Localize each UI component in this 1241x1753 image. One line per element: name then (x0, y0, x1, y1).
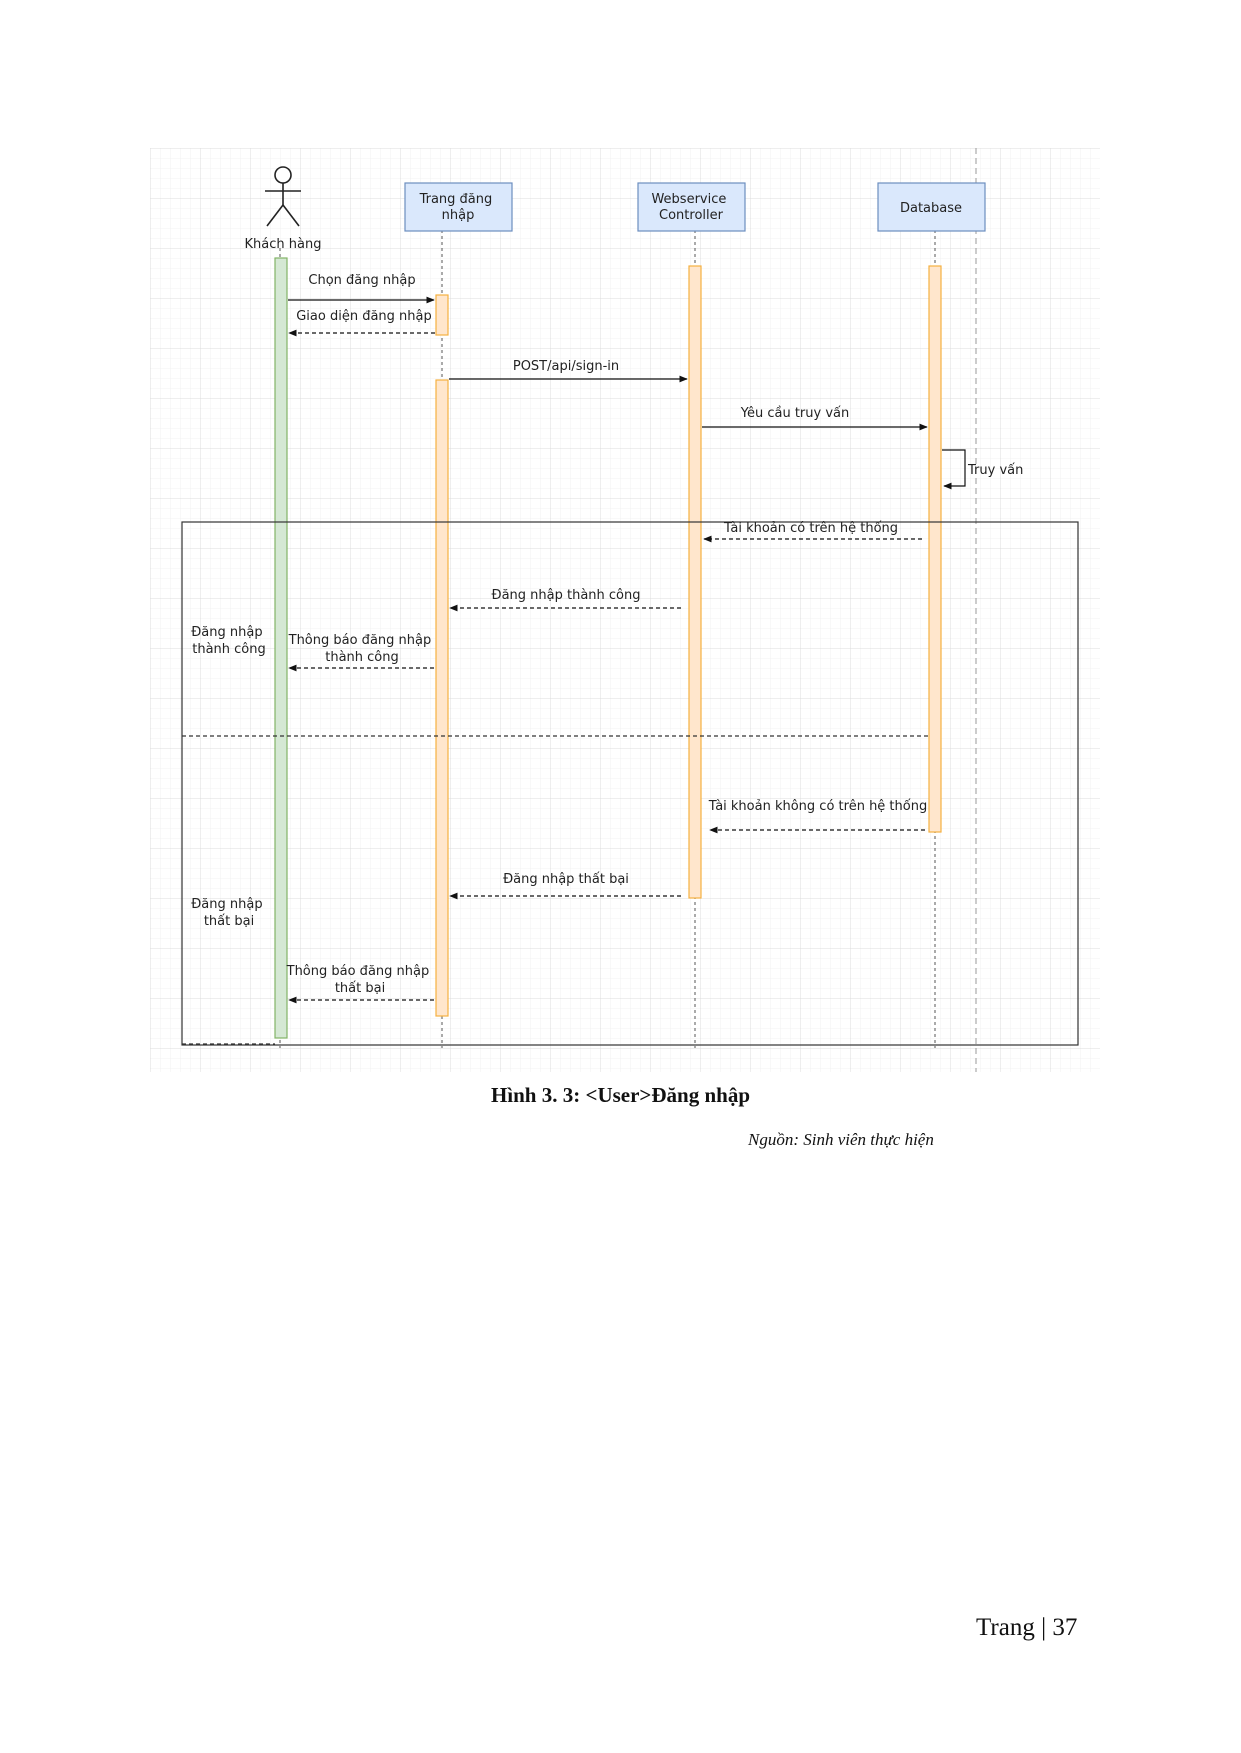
guard-failure-label: Đăng nhập thất bại (191, 897, 267, 929)
message-notify-success-label: Thông báo đăng nhập thành công (288, 633, 436, 665)
message-notify-failure-line1: Thông báo đăng nhập (286, 964, 430, 979)
figure-caption: Hình 3. 3: <User>Đăng nhập (490, 1083, 751, 1107)
sequence-diagram: Khách hàng Trang đăng nhập Webservice Co… (150, 148, 1100, 1072)
participant-controller-label: Webservice Controller (651, 192, 730, 223)
guard-failure-line2: thất bại (204, 914, 254, 929)
page-footer: Trang | 37 (976, 1614, 1078, 1641)
message-query-request: Yêu cầu truy vấn (702, 406, 928, 431)
participant-controller-label-line2: Controller (659, 208, 724, 223)
actor-customer: Khách hàng (245, 166, 322, 252)
participant-database-label: Database (900, 201, 962, 216)
message-login-ui-label: Giao diện đăng nhập (296, 309, 432, 324)
activation-controller (688, 265, 702, 899)
actor-leg-left (266, 204, 284, 227)
actor-leg-right (282, 204, 300, 227)
message-login-failure-label: Đăng nhập thất bại (503, 872, 629, 887)
message-login-success-label: Đăng nhập thành công (492, 588, 641, 603)
message-notify-failure-line2: thất bại (335, 981, 385, 996)
sequence-diagram-canvas: Khách hàng Trang đăng nhập Webservice Co… (150, 148, 1100, 1072)
participant-controller: Webservice Controller (637, 182, 746, 232)
message-notify-success-line2: thành công (325, 650, 399, 665)
guard-failure-line1: Đăng nhập (191, 897, 262, 912)
actor-head-icon (274, 166, 292, 184)
message-notify-success-line1: Thông báo đăng nhập (288, 633, 432, 648)
message-notify-failure: Thông báo đăng nhập thất bại (286, 964, 434, 1004)
message-select-login: Chọn đăng nhập (288, 273, 435, 304)
guard-success-line2: thành công (192, 642, 266, 657)
message-login-ui: Giao diện đăng nhập (288, 309, 435, 337)
participant-database: Database (877, 182, 986, 232)
message-self-query-label: Truy vấn (967, 463, 1023, 478)
message-notify-failure-label: Thông báo đăng nhập thất bại (286, 964, 434, 996)
message-account-missing-label: Tài khoản không có trên hệ thống (708, 799, 927, 814)
message-post-sign-in-label: POST/api/sign-in (513, 359, 619, 374)
message-account-exists: Tài khoản có trên hệ thống (703, 521, 922, 543)
participant-login-page: Trang đăng nhập (404, 182, 513, 232)
activation-login-page-1 (435, 294, 449, 336)
activation-customer (274, 257, 288, 1039)
message-post-sign-in: POST/api/sign-in (449, 359, 688, 383)
participant-login-page-label: Trang đăng nhập (419, 192, 497, 223)
message-login-success: Đăng nhập thành công (449, 588, 681, 612)
alt-fragment-frame (181, 521, 1079, 1046)
message-account-exists-label: Tài khoản có trên hệ thống (723, 521, 898, 536)
diagram-grid (150, 148, 1100, 1072)
figure-source: Nguồn: Sinh viên thực hiện (748, 1130, 934, 1149)
activation-login-page-2 (435, 379, 449, 1017)
guard-success-label: Đăng nhập thành công (191, 625, 267, 657)
guard-success-line1: Đăng nhập (191, 625, 262, 640)
participant-login-page-label-line2: nhập (442, 208, 475, 223)
message-account-missing: Tài khoản không có trên hệ thống (708, 799, 927, 834)
message-select-login-label: Chọn đăng nhập (308, 273, 415, 288)
participant-login-page-label-line1: Trang đăng (419, 192, 493, 207)
message-notify-success: Thông báo đăng nhập thành công (288, 633, 436, 672)
participant-customer-label: Khách hàng (245, 237, 322, 252)
message-query-request-label: Yêu cầu truy vấn (740, 406, 849, 421)
message-login-failure: Đăng nhập thất bại (449, 872, 681, 900)
message-self-query: Truy vấn (942, 449, 1023, 490)
activation-database (928, 265, 942, 833)
participant-controller-label-line1: Webservice (651, 192, 726, 207)
